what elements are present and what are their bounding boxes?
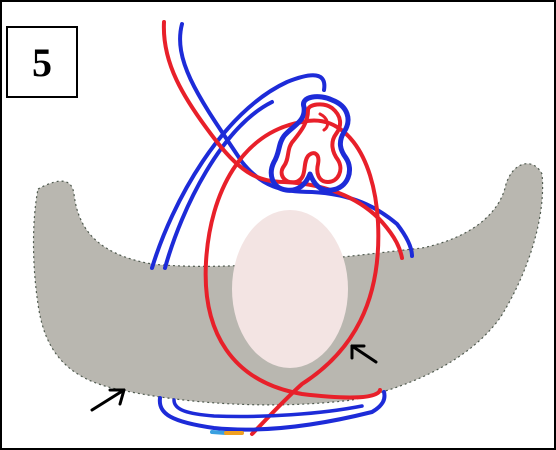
cyan-accent-segment [212,432,226,433]
arrow-left [92,390,124,410]
panel-number-label: 5 [6,26,78,98]
pink-oval [232,210,348,368]
red-knot-inner [282,104,341,182]
